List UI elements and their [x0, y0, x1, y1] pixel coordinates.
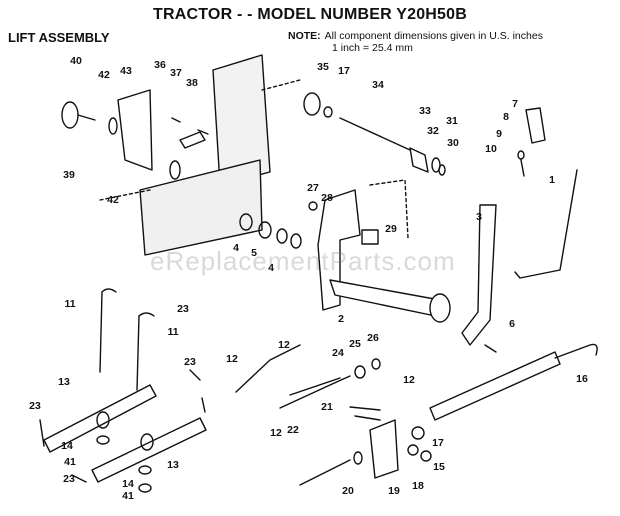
callout-25: 25: [349, 338, 361, 350]
callout-1: 1: [549, 174, 555, 186]
callout-2: 2: [338, 313, 344, 325]
watermark: eReplacementParts.com: [150, 246, 456, 276]
callout-12: 12: [403, 374, 415, 386]
callout-30: 30: [447, 137, 459, 149]
callout-34: 34: [372, 79, 384, 91]
callout-21: 21: [321, 401, 333, 413]
callout-16: 16: [576, 373, 588, 385]
callout-29: 29: [385, 223, 397, 235]
callout-15: 15: [433, 461, 445, 473]
callout-37: 37: [170, 67, 182, 79]
note-label: NOTE:: [288, 30, 321, 42]
callout-20: 20: [342, 485, 354, 497]
callout-13: 13: [58, 376, 70, 388]
dimension-note: NOTE:All component dimensions given in U…: [288, 30, 543, 54]
callout-13: 13: [167, 459, 179, 471]
callout-23: 23: [63, 473, 75, 485]
callout-17: 17: [338, 65, 350, 77]
callout-42: 42: [98, 69, 110, 81]
callout-12: 12: [270, 427, 282, 439]
callout-23: 23: [184, 356, 196, 368]
page-title: TRACTOR - - MODEL NUMBER Y20H50B: [153, 6, 467, 23]
callout-31: 31: [446, 115, 458, 127]
callout-43: 43: [120, 65, 132, 77]
callout-8: 8: [503, 111, 509, 123]
callout-23: 23: [29, 400, 41, 412]
callout-17: 17: [432, 437, 444, 449]
callout-4: 4: [268, 262, 274, 274]
callout-5: 5: [251, 247, 257, 259]
callout-14: 14: [122, 478, 134, 490]
callout-27: 27: [307, 182, 319, 194]
callout-6: 6: [509, 318, 515, 330]
callout-11: 11: [167, 326, 178, 338]
callout-38: 38: [186, 77, 198, 89]
callout-33: 33: [419, 105, 431, 117]
note-line-2: 1 inch = 25.4 mm: [332, 42, 413, 54]
callout-7: 7: [512, 98, 518, 110]
callout-26: 26: [367, 332, 379, 344]
callout-24: 24: [332, 347, 344, 359]
callout-28: 28: [321, 192, 333, 204]
assembly-name: LIFT ASSEMBLY: [8, 30, 110, 45]
callout-39: 39: [63, 169, 75, 181]
callout-42: 42: [107, 194, 119, 206]
callout-36: 36: [154, 59, 166, 71]
note-line-1: All component dimensions given in U.S. i…: [324, 30, 543, 42]
callout-23: 23: [177, 303, 189, 315]
callout-14: 14: [61, 440, 73, 452]
callout-12: 12: [226, 353, 238, 365]
callout-32: 32: [427, 125, 439, 137]
callout-3: 3: [476, 211, 482, 223]
callout-11: 11: [64, 298, 75, 310]
callout-18: 18: [412, 480, 424, 492]
callout-22: 22: [287, 424, 299, 436]
callout-4: 4: [233, 242, 239, 254]
callout-35: 35: [317, 61, 329, 73]
callout-40: 40: [70, 55, 82, 67]
callout-19: 19: [388, 485, 400, 497]
callout-12: 12: [278, 339, 290, 351]
callout-41: 41: [122, 490, 134, 502]
callout-9: 9: [496, 128, 502, 140]
callout-10: 10: [485, 143, 497, 155]
callout-41: 41: [64, 456, 76, 468]
